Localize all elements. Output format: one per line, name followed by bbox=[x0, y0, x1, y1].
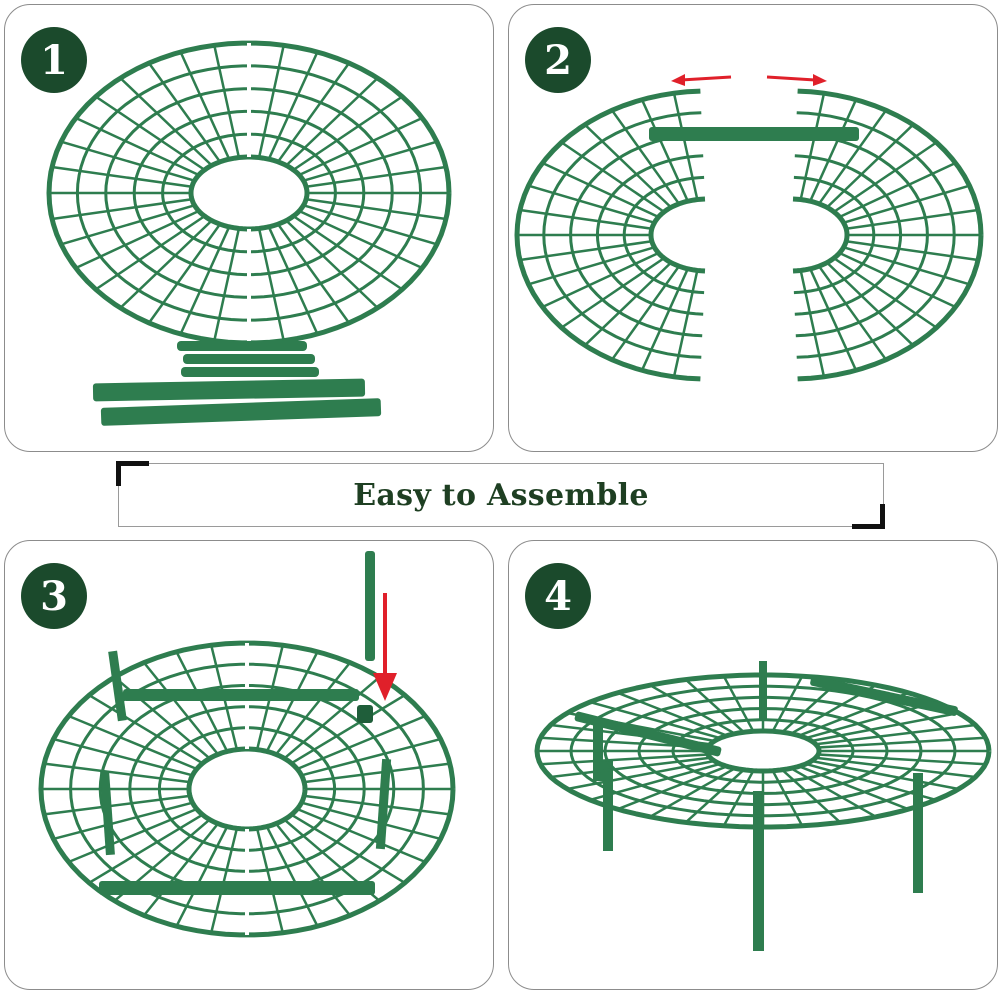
step-2-badge: 2 bbox=[525, 27, 591, 93]
banner-title: Easy to Assemble bbox=[353, 477, 649, 513]
assembled-plant-support-icon bbox=[534, 661, 992, 951]
inserting-legs-icon bbox=[38, 551, 456, 938]
corner-bracket-top-left bbox=[116, 461, 149, 486]
disassembled-support-parts-icon bbox=[46, 40, 452, 426]
step-4-panel: 4 bbox=[508, 540, 998, 990]
easy-to-assemble-banner: Easy to Assemble bbox=[118, 463, 884, 527]
corner-bracket-bottom-right bbox=[852, 504, 885, 529]
step-4-badge: 4 bbox=[525, 563, 591, 629]
step-1-badge: 1 bbox=[21, 27, 87, 93]
step-2-panel: 2 bbox=[508, 4, 998, 452]
step-3-badge: 3 bbox=[21, 563, 87, 629]
separating-halves-icon bbox=[514, 74, 984, 382]
step-3-panel: 3 bbox=[4, 540, 494, 990]
step-1-panel: 1 bbox=[4, 4, 494, 452]
